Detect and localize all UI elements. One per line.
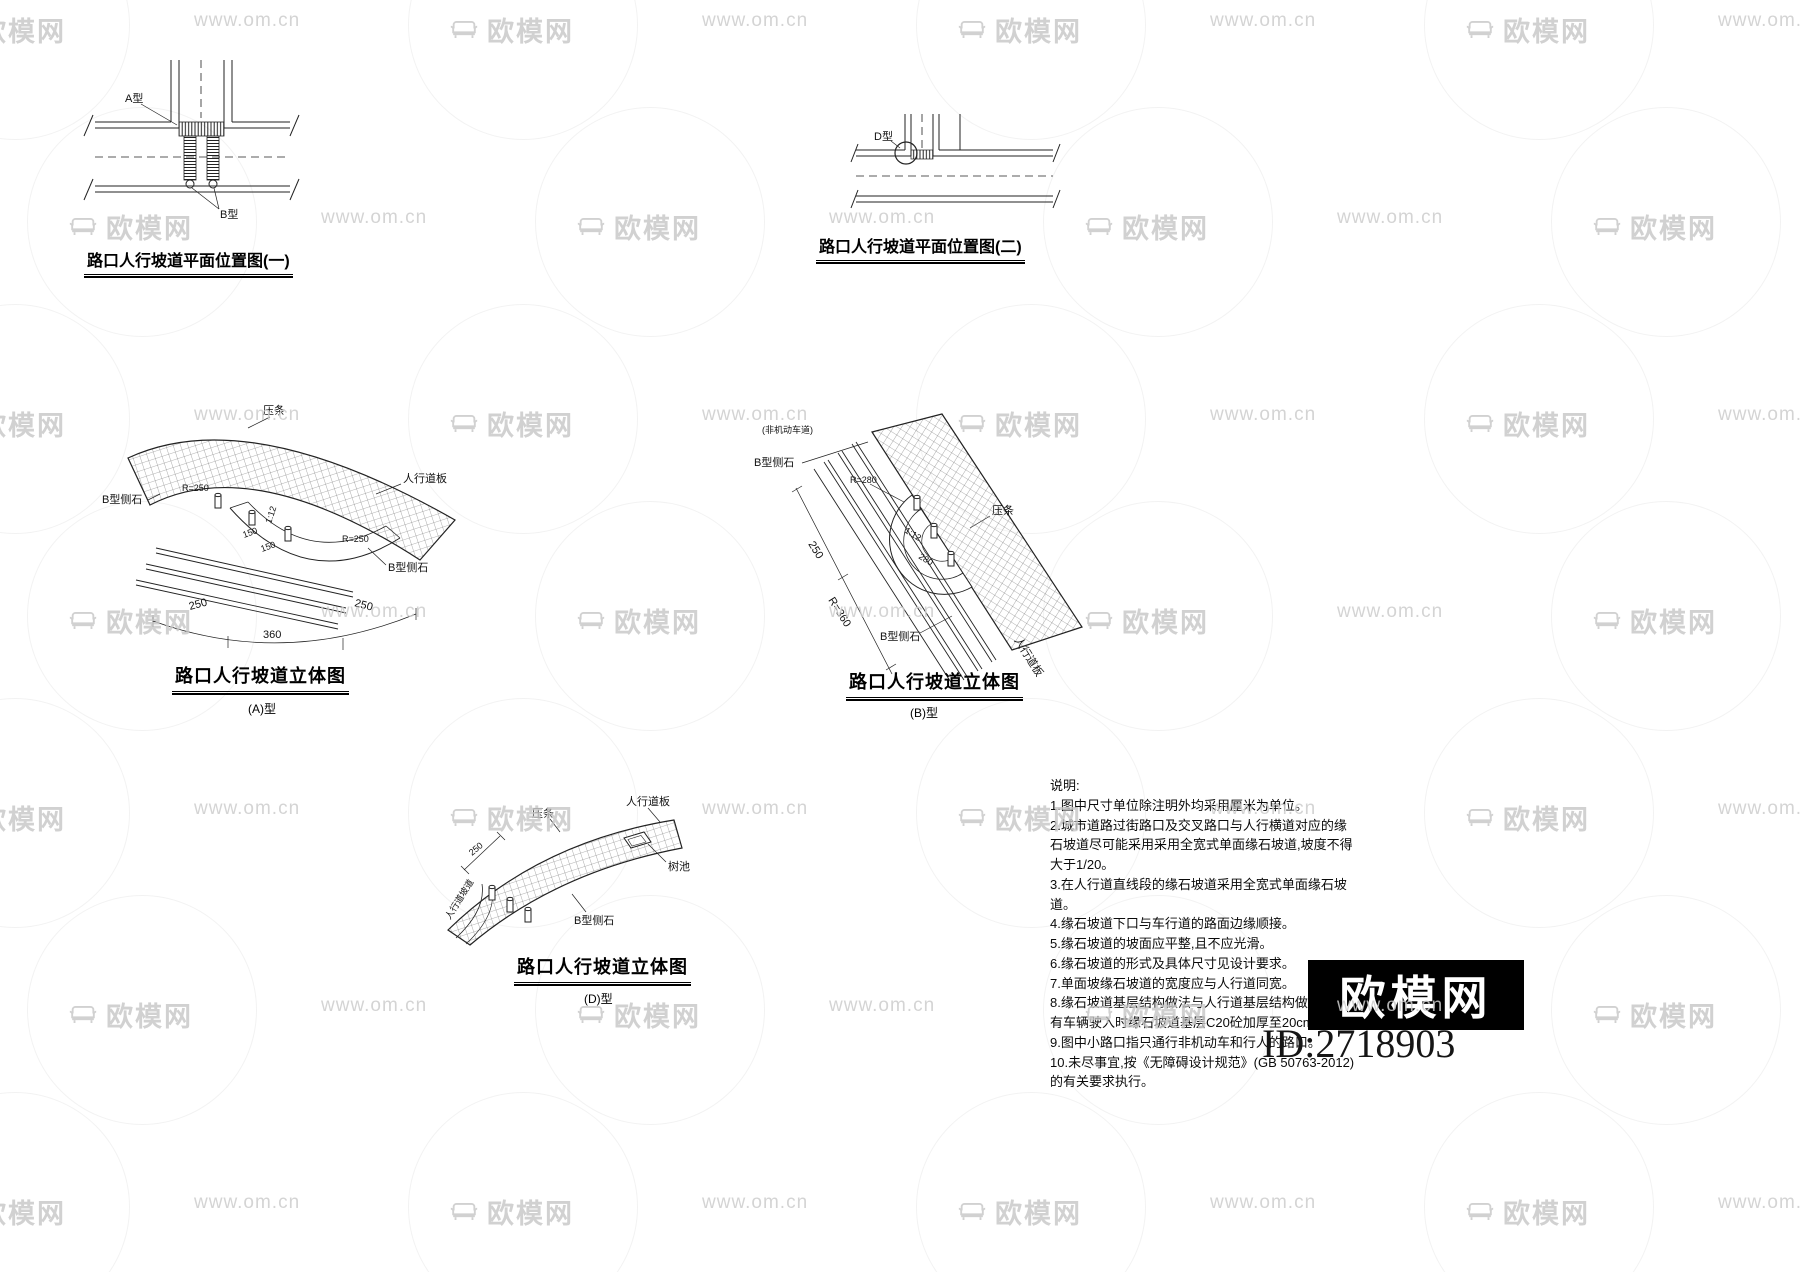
notes-title: 说明:	[1050, 778, 1080, 793]
iso-b-drawing: (非机动车道) B型侧石 R=280 1:12 280 压条 250 R=360…	[754, 413, 1083, 688]
label-r280: R=280	[850, 475, 877, 485]
dim-250: 250	[467, 840, 485, 857]
iso-a-title: 路口人行坡道立体图	[172, 662, 349, 695]
plan1-title: 路口人行坡道平面位置图(一)	[84, 247, 293, 278]
label-b-ceshi-left: B型侧石	[102, 492, 142, 506]
note-item: 8.缘石坡道基层结构做法与人行道基层结构做法相同,有车辆驶入时缘石坡道基层C20…	[1050, 995, 1351, 1030]
iso-a-subtitle: (A)型	[248, 702, 276, 716]
label-a-type: A型	[125, 91, 143, 105]
bollard-icon	[488, 884, 532, 923]
note-item: 6.缘石坡道的形式及具体尺寸见设计要求。	[1050, 955, 1295, 971]
label-d-type: D型	[874, 129, 893, 143]
dim-250: 250	[805, 539, 825, 561]
label-b-ceshi-right: B型侧石	[388, 560, 428, 574]
label-r250-right: R=250	[342, 534, 369, 544]
note-item: 4.缘石坡道下口与车行道的路面边缘顺接。	[1050, 916, 1295, 932]
label-shuchi: 树池	[668, 859, 690, 873]
iso-d-title: 路口人行坡道立体图	[514, 953, 691, 986]
note-item: 5.缘石坡道的坡面应平整,且不应光滑。	[1050, 936, 1273, 951]
om-logo: 欧模网	[1308, 960, 1524, 1030]
iso-a-drawing: 压条 人行道板 B型侧石 R=250 R=250 1:12 150 150 B型…	[102, 403, 456, 650]
label-b-ceshi: B型侧石	[574, 913, 614, 927]
label-yatiao: 压条	[263, 403, 285, 417]
note-item: 1.图中尺寸单位除注明外均采用厘米为单位。	[1050, 797, 1308, 813]
plan1-drawing: A型 B型	[83, 60, 300, 221]
note-item: 9.图中小路口指只通行非机动车和行人的路口。	[1050, 1034, 1321, 1050]
note-item: 3.在人行道直线段的缘石坡道采用全宽式单面缘石坡道。	[1050, 876, 1347, 912]
iso-d-subtitle: (D)型	[584, 992, 613, 1006]
iso-b-title: 路口人行坡道立体图	[846, 668, 1023, 701]
label-r250-left: R=250	[182, 483, 209, 493]
asset-id: ID:2718903	[1262, 1021, 1456, 1066]
dim-250r: 250	[353, 597, 374, 613]
label-b-ceshi-bottom: B型侧石	[880, 629, 920, 643]
plan2-drawing: D型	[850, 114, 1061, 209]
om-logo-text: 欧模网	[1339, 972, 1493, 1024]
label-b-type: B型	[220, 207, 238, 221]
note-item: 10.未尽事宜,按《无障碍设计规范》(GB 50763-2012)的有关要求执行…	[1050, 1054, 1355, 1090]
bollard-icon	[913, 494, 955, 567]
plan2-title: 路口人行坡道平面位置图(二)	[816, 233, 1025, 264]
note-item: 7.单面坡缘石坡道的宽度应与人行道同宽。	[1050, 975, 1295, 991]
iso-b-subtitle: (B)型	[910, 706, 938, 720]
dim-250l: 250	[188, 597, 209, 613]
bollard-icon	[214, 492, 292, 542]
iso-d-drawing: 人行道板 压条 250 树池 B型侧石 人行道坡道	[442, 794, 690, 946]
note-item: 2.城市道路过街路口及交叉路口与人行横道对应的缘石坡道尽可能采用采用全宽式单面缘…	[1050, 817, 1353, 873]
dim-150b: 150	[259, 539, 277, 554]
label-yatiao: 压条	[532, 806, 554, 820]
label-yatiao: 压条	[992, 503, 1014, 517]
label-feijidongchedao: (非机动车道)	[762, 424, 813, 435]
label-renxingdaoban: 人行道板	[626, 794, 670, 808]
dim-360: 360	[263, 629, 281, 641]
label-slope: 1:12	[263, 505, 278, 525]
dim-150a: 150	[241, 525, 259, 540]
label-renxingdaoban: 人行道板	[403, 471, 447, 485]
label-b-ceshi-top: B型侧石	[754, 455, 794, 469]
notes-block: 说明: 1.图中尺寸单位除注明外均采用厘米为单位。 2.城市道路过街路口及交叉路…	[1050, 776, 1358, 1092]
label-r360: R=360	[825, 595, 853, 629]
